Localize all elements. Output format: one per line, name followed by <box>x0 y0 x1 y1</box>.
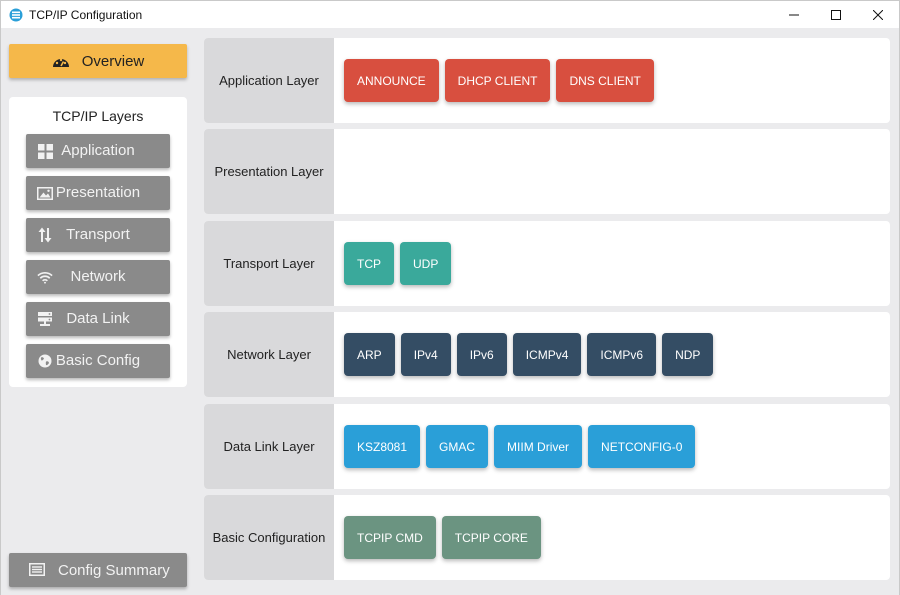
module-arp[interactable]: ARP <box>344 333 395 376</box>
image-icon <box>37 185 53 201</box>
layer-row-data-link: Data Link Layer KSZ8081 GMAC MIIM Driver… <box>204 404 890 489</box>
arrows-updown-icon <box>37 227 53 243</box>
module-ipv6[interactable]: IPv6 <box>456 333 507 376</box>
module-gmac[interactable]: GMAC <box>426 425 489 468</box>
module-list: ARP IPv4 IPv6 ICMPv4 ICMPv6 NDP <box>344 333 714 376</box>
module-tcpip-cmd[interactable]: TCPIP CMD <box>344 516 436 559</box>
sidebar-item-label: Application <box>61 142 135 159</box>
module-tcp[interactable]: TCP <box>344 242 394 285</box>
module-icmpv6[interactable]: ICMPv6 <box>587 333 657 376</box>
window-title: TCP/IP Configuration <box>29 7 143 22</box>
layer-row-presentation: Presentation Layer <box>204 129 890 214</box>
sidebar-item-data-link[interactable]: Data Link <box>26 302 170 336</box>
speedometer-icon <box>52 54 70 69</box>
tcpip-layers-panel: TCP/IP Layers Application Presentation T… <box>9 97 187 387</box>
layer-row-application: Application Layer ANNOUNCE DHCP CLIENT D… <box>204 38 890 123</box>
sidebar-item-basic-config[interactable]: Basic Config <box>26 344 170 378</box>
module-announce[interactable]: ANNOUNCE <box>344 59 439 102</box>
module-dns-client[interactable]: DNS CLIENT <box>556 59 654 102</box>
layer-overview: Application Layer ANNOUNCE DHCP CLIENT D… <box>194 29 899 595</box>
maximize-icon <box>831 9 841 20</box>
wifi-icon <box>37 269 53 285</box>
layer-label: Presentation Layer <box>204 129 334 214</box>
window-controls <box>773 1 899 28</box>
server-icon <box>37 311 53 327</box>
module-ipv4[interactable]: IPv4 <box>400 333 451 376</box>
maximize-button[interactable] <box>815 1 857 28</box>
layer-row-transport: Transport Layer TCP UDP <box>204 221 890 306</box>
overview-button[interactable]: Overview <box>9 44 187 78</box>
app-icon <box>9 8 23 21</box>
sidebar-item-label: Basic Config <box>55 352 141 369</box>
layers-panel-title: TCP/IP Layers <box>52 108 144 124</box>
config-summary-label: Config Summary <box>58 562 170 579</box>
sidebar: Overview TCP/IP Layers Application Prese… <box>1 29 194 595</box>
list-icon <box>29 563 45 576</box>
sidebar-item-network[interactable]: Network <box>26 260 170 294</box>
sidebar-item-label: Data Link <box>66 310 130 327</box>
module-list: KSZ8081 GMAC MIIM Driver NETCONFIG-0 <box>344 425 696 468</box>
sidebar-item-label: Transport <box>66 226 130 243</box>
config-summary-button[interactable]: Config Summary <box>9 553 187 587</box>
layer-row-network: Network Layer ARP IPv4 IPv6 ICMPv4 ICMPv… <box>204 312 890 397</box>
grid-icon <box>37 143 53 159</box>
module-list: ANNOUNCE DHCP CLIENT DNS CLIENT <box>344 59 654 102</box>
layer-label: Data Link Layer <box>204 404 334 489</box>
close-button[interactable] <box>857 1 899 28</box>
sidebar-item-presentation[interactable]: Presentation <box>26 176 170 210</box>
module-list: TCPIP CMD TCPIP CORE <box>344 516 541 559</box>
layer-label: Transport Layer <box>204 221 334 306</box>
title-bar: TCP/IP Configuration <box>1 1 899 28</box>
module-list: TCP UDP <box>344 242 452 285</box>
globe-icon <box>37 353 53 369</box>
module-dhcp-client[interactable]: DHCP CLIENT <box>444 59 551 102</box>
module-ksz8081[interactable]: KSZ8081 <box>344 425 421 468</box>
sidebar-item-label: Presentation <box>55 184 141 201</box>
sidebar-item-transport[interactable]: Transport <box>26 218 170 252</box>
module-netconfig-0[interactable]: NETCONFIG-0 <box>588 425 696 468</box>
module-miim-driver[interactable]: MIIM Driver <box>494 425 583 468</box>
sidebar-item-label: Network <box>70 268 126 285</box>
minimize-button[interactable] <box>773 1 815 28</box>
layer-row-basic-config: Basic Configuration TCPIP CMD TCPIP CORE <box>204 495 890 580</box>
overview-label: Overview <box>81 52 145 70</box>
module-ndp[interactable]: NDP <box>662 333 714 376</box>
module-icmpv4[interactable]: ICMPv4 <box>512 333 582 376</box>
layer-label: Application Layer <box>204 38 334 123</box>
minimize-icon <box>789 14 799 15</box>
layer-label: Network Layer <box>204 312 334 397</box>
module-tcpip-core[interactable]: TCPIP CORE <box>441 516 541 559</box>
layer-label: Basic Configuration <box>204 495 334 580</box>
sidebar-item-application[interactable]: Application <box>26 134 170 168</box>
module-udp[interactable]: UDP <box>400 242 452 285</box>
close-icon <box>873 9 883 20</box>
